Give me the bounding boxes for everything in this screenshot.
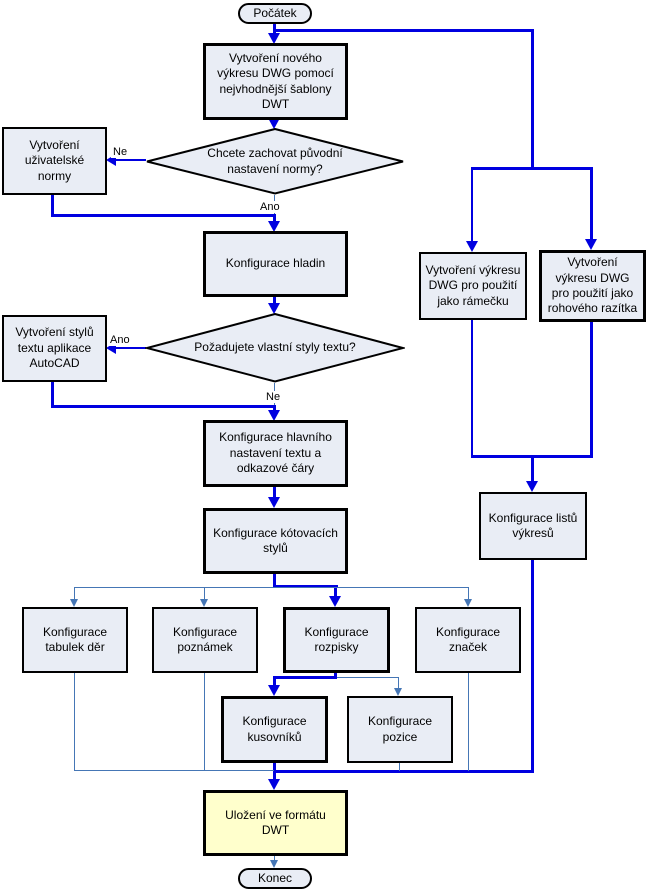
connector <box>274 29 534 32</box>
connector <box>74 587 75 600</box>
connector <box>74 587 469 588</box>
end-terminator: Konec <box>238 868 312 889</box>
decision-keep-standard-diamond <box>146 128 404 195</box>
connector <box>74 770 274 771</box>
connector <box>531 29 534 168</box>
connector <box>468 587 469 600</box>
node-config-dim-styles: Konfigurace kótovacích stylů <box>203 508 348 574</box>
connector <box>113 159 146 161</box>
decision-custom-text-diamond <box>145 313 405 383</box>
decision-custom-text-label: Požadujete vlastní styly textu? <box>155 313 395 383</box>
connector <box>51 195 54 217</box>
arrow-down-icon <box>270 860 278 868</box>
connector <box>337 677 399 678</box>
decision-text: Požadujete vlastní styly textu? <box>194 340 356 355</box>
connector <box>590 167 593 239</box>
connector <box>471 167 473 242</box>
node-config-balloons: Konfigurace pozice <box>347 696 453 763</box>
connector <box>274 856 275 862</box>
start-terminator: Počátek <box>238 3 312 24</box>
connector <box>273 763 276 773</box>
connector <box>334 585 337 597</box>
arrow-down-icon <box>329 596 341 607</box>
arrow-down-icon <box>268 779 280 790</box>
connector <box>51 382 54 407</box>
edge-label-yes: Ano <box>108 334 132 346</box>
node-create-user-standard: Vytvoření uživatelské normy <box>2 127 107 195</box>
connector <box>273 406 276 411</box>
arrow-down-icon <box>268 33 280 44</box>
arrow-down-icon <box>526 481 538 492</box>
connector <box>471 167 593 170</box>
arrow-down-icon <box>268 118 280 129</box>
connector <box>204 587 205 600</box>
node-create-border-dwg: Vytvoření výkresu DWG pro použití jako r… <box>419 252 527 320</box>
decision-text: Chcete zachovat původní nastavení normy? <box>207 146 343 176</box>
node-config-main-text: Konfigurace hlavního nastavení textu a o… <box>203 420 348 487</box>
arrow-down-icon <box>268 410 280 421</box>
arrow-down-icon <box>268 497 280 508</box>
node-config-symbols: Konfigurace značek <box>415 607 521 673</box>
node-config-sheets: Konfigurace listů výkresů <box>479 492 587 560</box>
connector <box>273 585 338 588</box>
connector <box>273 676 276 686</box>
connector <box>51 214 276 217</box>
node-config-hole-tables: Konfigurace tabulek děr <box>22 607 128 673</box>
arrow-down-icon <box>268 221 280 232</box>
edge-label-no: Ne <box>111 146 130 158</box>
connector <box>399 763 400 771</box>
connector <box>74 673 75 771</box>
connector <box>51 405 276 408</box>
arrow-down-icon <box>585 239 597 250</box>
node-create-dwg: Vytvoření nového výkresu DWG pomocí nejv… <box>203 43 348 120</box>
arrow-down-icon <box>268 685 280 696</box>
edge-label-yes: Ano <box>258 201 282 213</box>
arrow-down-icon <box>464 599 472 607</box>
connector <box>471 455 593 458</box>
arrow-left-icon <box>106 154 116 166</box>
connector <box>273 297 276 304</box>
connector <box>204 673 205 771</box>
connector <box>273 770 534 773</box>
connector <box>273 215 276 222</box>
arrow-down-icon <box>394 688 402 696</box>
decision-keep-standard-label: Chcete zachovat původní nastavení normy? <box>165 128 385 195</box>
connector <box>471 320 473 457</box>
node-create-text-styles: Vytvoření stylů textu aplikace AutoCAD <box>2 315 107 382</box>
node-create-stamp-dwg: Vytvoření výkresu DWG pro použití jako r… <box>539 250 646 322</box>
connector <box>273 574 276 588</box>
node-config-layers: Konfigurace hladin <box>203 231 348 297</box>
connector <box>531 457 534 483</box>
connector <box>531 560 534 772</box>
arrow-left-icon <box>106 342 116 354</box>
connector <box>273 771 276 780</box>
arrow-down-icon <box>70 599 78 607</box>
connector <box>113 347 146 349</box>
edge-label-no: Ne <box>264 391 283 403</box>
connector <box>398 677 399 689</box>
arrow-down-icon <box>268 303 280 314</box>
arrow-down-icon <box>466 241 478 252</box>
connector <box>590 322 593 458</box>
connector <box>274 676 337 679</box>
arrow-down-icon <box>200 599 208 607</box>
node-save-dwt: Uložení ve formátu DWT <box>203 790 348 856</box>
node-config-notes: Konfigurace poznámek <box>152 607 258 673</box>
node-config-parts-lists: Konfigurace kusovníků <box>221 696 328 763</box>
connector <box>468 673 469 771</box>
connector <box>273 487 276 498</box>
node-config-title-block: Konfigurace rozpisky <box>283 607 390 673</box>
